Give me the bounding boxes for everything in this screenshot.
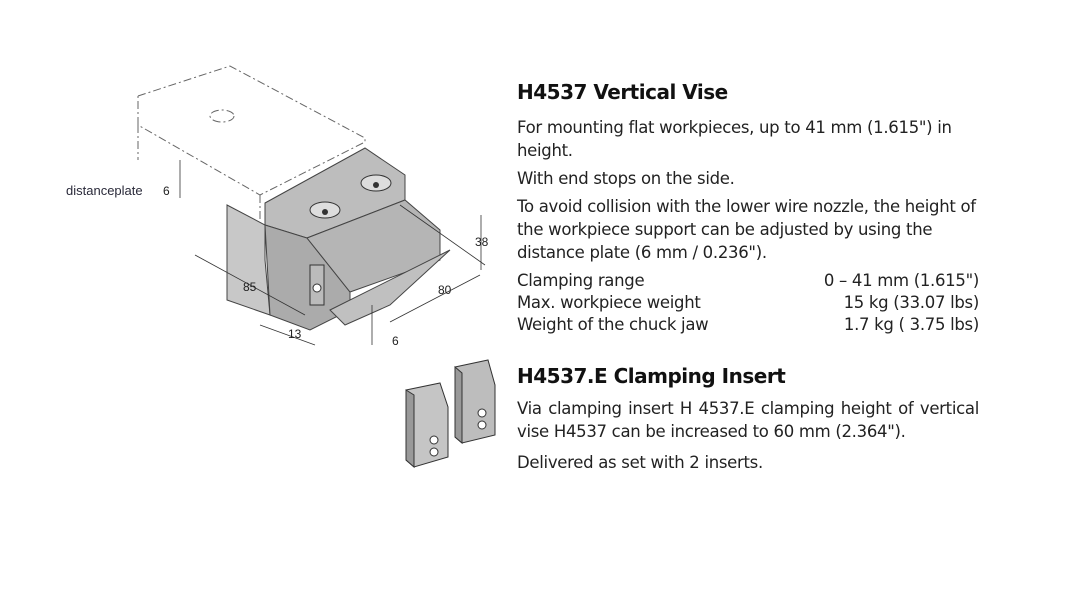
spec-value: 15 kg (33.07 lbs) [843,293,980,312]
vise-drawing: distanceplate 6 38 85 80 13 6 [66,65,489,348]
spec-value: 1.7 kg ( 3.75 lbs) [843,315,979,334]
clamping-insert-drawing [405,359,496,469]
spec-row: Max. workpiece weight 15 kg (33.07 lbs) [517,292,979,314]
vise-paragraph-3: To avoid collision with the lower wire n… [517,197,976,262]
insert-paragraph-1: Via clamping insert H 4537.E clamping he… [517,399,979,441]
dim-offset: 13 [288,327,302,341]
insert-title: H4537.E Clamping Insert [517,364,786,388]
vise-section: H4537 Vertical Vise For mounting flat wo… [517,80,979,336]
vise-paragraph-1: For mounting flat workpieces, up to 41 m… [517,118,952,160]
insert-paragraph-2: Delivered as set with 2 inserts. [517,453,763,472]
distance-plate-label: distanceplate [66,183,143,198]
spec-row: Weight of the chuck jaw 1.7 kg ( 3.75 lbs… [517,314,979,336]
spec-label: Max. workpiece weight [517,293,701,312]
insert-section: H4537.E Clamping Insert Via clamping ins… [517,364,979,474]
dim-base: 6 [392,334,399,348]
dim-height: 38 [475,235,489,249]
dim-plate: 6 [163,184,170,198]
spec-label: Weight of the chuck jaw [517,315,709,334]
spec-value: 0 – 41 mm (1.615") [823,271,979,290]
dim-width: 80 [438,283,452,297]
spec-table: Clamping range 0 – 41 mm (1.615") Max. wo… [517,270,979,336]
dim-length: 85 [243,280,257,294]
spec-label: Clamping range [517,271,645,290]
spec-row: Clamping range 0 – 41 mm (1.615") [517,270,979,292]
vise-paragraph-2: With end stops on the side. [517,169,735,188]
vise-title: H4537 Vertical Vise [517,80,728,104]
